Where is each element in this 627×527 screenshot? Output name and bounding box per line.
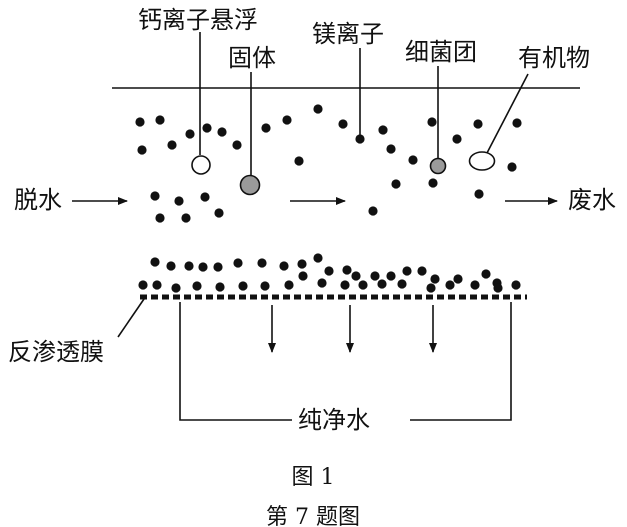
ion-dot: [470, 280, 480, 290]
ion-dot: [452, 134, 462, 144]
ion-dot: [184, 261, 194, 271]
ion-dot: [445, 280, 455, 290]
label-solid: 固体: [228, 44, 276, 72]
ion-dot: [171, 283, 181, 293]
label-organic: 有机物: [518, 44, 590, 72]
ion-dot: [317, 278, 327, 288]
ion-dot: [198, 262, 208, 272]
ion-dot: [185, 129, 195, 139]
ion-dot: [313, 104, 323, 114]
ion-dot: [298, 271, 308, 281]
pure-water-bracket-left: [179, 302, 292, 421]
ion-dot: [408, 155, 418, 165]
label-magnesium: 镁离子: [312, 20, 384, 48]
ion-dot: [368, 206, 378, 216]
ion-dot: [238, 281, 248, 291]
ion-dot: [417, 266, 427, 276]
ion-dot: [481, 269, 491, 279]
ion-dot: [430, 274, 440, 284]
ion-dot: [402, 266, 412, 276]
ion-dot: [174, 196, 184, 206]
ion-dot: [342, 265, 352, 275]
leader-organic: [486, 73, 529, 154]
ion-dot: [512, 118, 522, 128]
ion-dot: [202, 123, 212, 133]
pure-water-bracket-right: [410, 302, 512, 421]
ion-dot: [511, 280, 521, 290]
label-calcium: 钙离子悬浮: [138, 6, 258, 34]
ion-dot: [294, 156, 304, 166]
ion-dot: [474, 189, 484, 199]
ion-dot: [260, 281, 270, 291]
ion-dot: [215, 282, 225, 292]
ion-dot: [340, 280, 350, 290]
ion-dot: [313, 253, 323, 263]
ion-dot: [355, 134, 365, 144]
ion-dot: [166, 261, 176, 271]
ion-dot: [150, 191, 160, 201]
organic-matter-particle: [468, 151, 496, 171]
ion-dot: [473, 119, 483, 129]
ion-dot: [192, 281, 202, 291]
label-dewater: 脱水: [14, 186, 62, 214]
ion-dot: [386, 271, 396, 281]
ion-particles: [135, 104, 522, 293]
ion-dot: [257, 258, 267, 268]
calcium-suspended-particle: [191, 155, 211, 175]
ion-dot: [493, 283, 503, 293]
ion-dot: [150, 257, 160, 267]
ion-dot: [338, 119, 348, 129]
bacteria-cluster-particle: [429, 157, 447, 175]
ion-dot: [391, 179, 401, 189]
ion-dot: [138, 280, 148, 290]
ion-dot: [453, 274, 463, 284]
label-wastewater: 废水: [568, 186, 616, 214]
ion-dot: [426, 283, 436, 293]
label-membrane: 反渗透膜: [8, 338, 104, 366]
ion-dot: [279, 261, 289, 271]
ion-dot: [155, 115, 165, 125]
ion-dot: [217, 127, 227, 137]
figure-caption: 图 1: [292, 465, 335, 490]
ion-dot: [378, 125, 388, 135]
ion-dot: [324, 266, 334, 276]
ion-dot: [370, 271, 380, 281]
ion-dot: [261, 123, 271, 133]
label-bacteria: 细菌团: [405, 38, 477, 66]
ion-dot: [377, 279, 387, 289]
ion-dot: [427, 117, 437, 127]
ion-dot: [155, 213, 165, 223]
ion-dot: [167, 140, 177, 150]
ion-dot: [358, 280, 368, 290]
leader-membrane: [117, 298, 145, 338]
ion-dot: [135, 117, 145, 127]
ion-dot: [232, 140, 242, 150]
ion-dot: [181, 213, 191, 223]
ion-dot: [152, 280, 162, 290]
ion-dot: [214, 208, 224, 218]
ion-dot: [507, 162, 517, 172]
ion-dot: [397, 279, 407, 289]
problem-caption: 第 7 题图: [266, 505, 360, 527]
ion-dot: [284, 280, 294, 290]
ion-dot: [386, 144, 396, 154]
ion-dot: [351, 271, 361, 281]
ion-dot: [137, 145, 147, 155]
ion-dot: [282, 115, 292, 125]
solid-particle: [239, 174, 261, 196]
label-pure-water: 纯净水: [298, 406, 370, 434]
ion-dot: [297, 259, 307, 269]
ion-dot: [200, 192, 210, 202]
ion-dot: [233, 258, 243, 268]
ion-dot: [213, 262, 223, 272]
ion-dot: [428, 178, 438, 188]
